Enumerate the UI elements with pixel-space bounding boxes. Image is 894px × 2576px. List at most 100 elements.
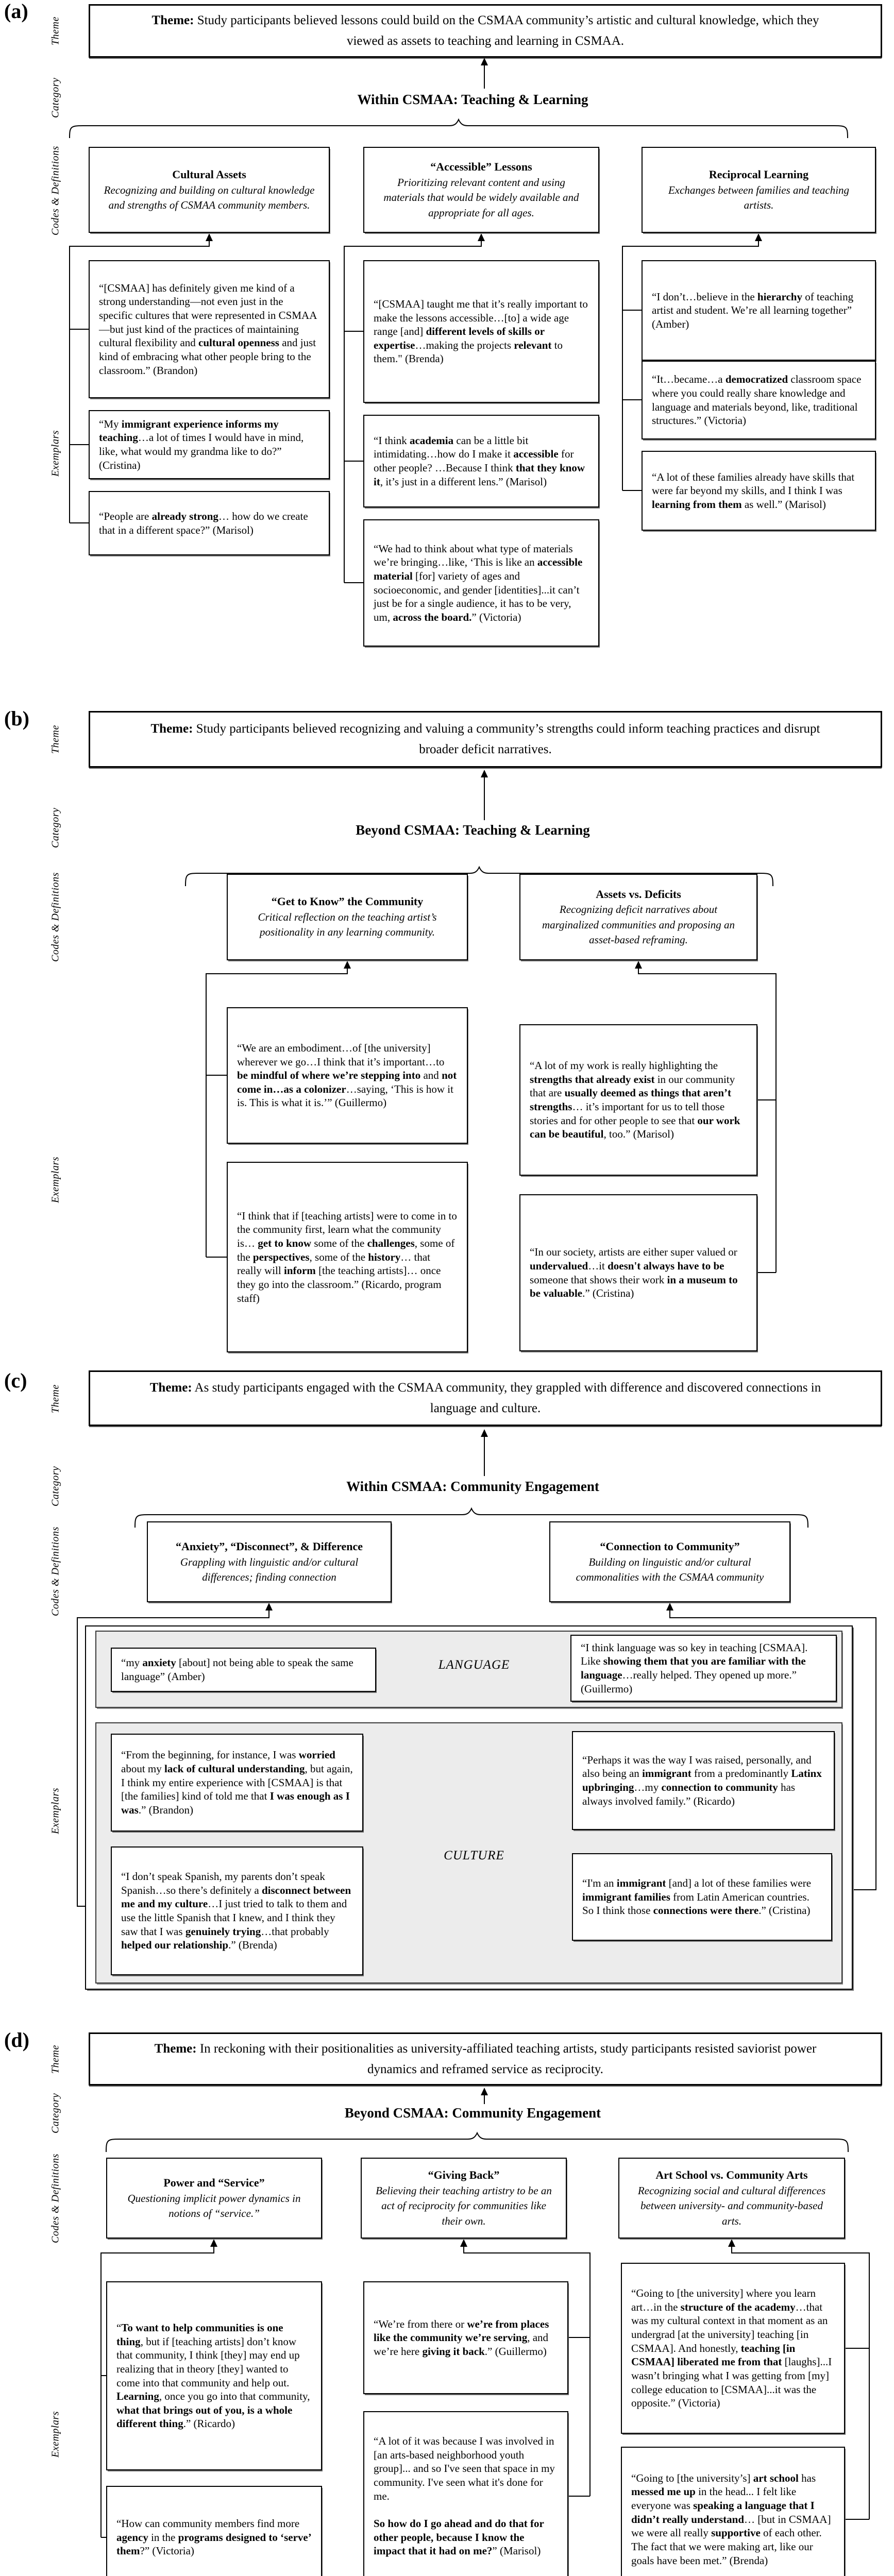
panel-a: (a) Theme Category Codes & Definitions E…: [0, 0, 894, 659]
quote-text: “[CSMAA] taught me that it’s really impo…: [374, 297, 588, 365]
arrowhead-icon: [344, 961, 351, 969]
exemplar-box: “I don’t speak Spanish, my parents don’t…: [111, 1846, 363, 1975]
arrowhead-icon: [210, 2239, 217, 2247]
quote-text: “I don’t speak Spanish, my parents don’t…: [121, 1870, 351, 1952]
code-definition: Critical reflection on the teaching arti…: [258, 911, 437, 939]
quote-text: “We had to think about what type of mate…: [374, 542, 583, 623]
arrowhead-icon: [460, 2239, 467, 2247]
code-title: “Get to Know” the Community: [271, 895, 424, 908]
quote-text: “We are an embodiment…of [the university…: [237, 1041, 457, 1109]
exemplar-box: “I'm an immigrant [and] a lot of these f…: [572, 1853, 832, 1941]
code-box: “Accessible” Lessons Prioritizing releva…: [363, 147, 599, 233]
code-title: “Connection to Community”: [600, 1539, 740, 1553]
exemplar-box: “I think language was so key in teaching…: [570, 1635, 837, 1702]
quote-text: “[CSMAA] has definitely given me kind of…: [99, 281, 317, 377]
category-title: Beyond CSMAA: Teaching & Learning: [356, 822, 590, 838]
theme-box: Theme: In reckoning with their positiona…: [89, 2032, 882, 2086]
exemplar-box: “People are already strong… how do we cr…: [89, 491, 330, 555]
side-label-exemplars: Exemplars: [49, 1787, 61, 1835]
code-definition: Recognizing social and cultural differen…: [637, 2184, 826, 2227]
code-definition: Recognizing deficit narratives about mar…: [542, 903, 735, 946]
arrowhead-icon: [755, 233, 762, 241]
curly-brace-icon: [69, 118, 848, 139]
code-definition: Believing their teaching artistry to be …: [376, 2184, 552, 2227]
quote-text: “From the beginning, for instance, I was…: [121, 1749, 353, 1816]
exemplar-box: “It…became…a democratized classroom spac…: [642, 361, 876, 439]
quote-text: “How can community members find more age…: [116, 2517, 311, 2557]
quote-text: “A lot of it was because I was involved …: [374, 2435, 555, 2557]
quote-text: “A lot of these families already have sk…: [652, 470, 855, 511]
code-title: Power and “Service”: [163, 2176, 265, 2189]
code-box: “Giving Back” Believing their teaching a…: [361, 2158, 567, 2239]
code-box: Assets vs. Deficits Recognizing deficit …: [519, 874, 757, 960]
language-group-label: LANGUAGE: [438, 1658, 510, 1672]
arrowhead-icon: [481, 770, 488, 777]
quote-text: “I think language was so key in teaching…: [581, 1641, 808, 1695]
exemplar-box: “[CSMAA] taught me that it’s really impo…: [363, 260, 599, 403]
side-label-codes: Codes & Definitions: [49, 2154, 61, 2243]
code-box: Power and “Service” Questioning implicit…: [106, 2158, 322, 2239]
arrowhead-icon: [666, 1603, 673, 1611]
exemplar-box: “I think academia can be a little bit in…: [363, 415, 599, 507]
quote-text: “Perhaps it was the way I was raised, pe…: [582, 1753, 822, 1807]
exemplar-box: “We are an embodiment…of [the university…: [227, 1007, 468, 1144]
arrowhead-icon: [635, 961, 642, 969]
panel-letter: (a): [4, 0, 28, 23]
category-title: Within CSMAA: Teaching & Learning: [357, 92, 588, 107]
exemplar-box: “My immigrant experience informs my teac…: [89, 410, 330, 479]
quote-text: “It…became…a democratized classroom spac…: [652, 373, 862, 427]
quote-text: “A lot of my work is really highlighting…: [530, 1059, 740, 1141]
code-definition: Grappling with linguistic and/or cultura…: [180, 1555, 359, 1583]
theme-text: Theme: Study participants believed recog…: [150, 722, 820, 756]
culture-group-label: CULTURE: [444, 1849, 504, 1862]
side-label-exemplars: Exemplars: [49, 1156, 61, 1204]
side-label-theme: Theme: [49, 16, 61, 45]
exemplar-box: “In our society, artists are either supe…: [519, 1194, 757, 1351]
arrowhead-icon: [481, 1429, 488, 1437]
quote-text: “I don’t…believe in the hierarchy of tea…: [652, 290, 854, 330]
exemplar-box: “Going to [the university’s] art school …: [621, 2447, 845, 2576]
code-definition: Building on linguistic and/or cultural c…: [576, 1555, 764, 1583]
arrowhead-icon: [265, 1603, 273, 1611]
arrowhead-icon: [481, 2088, 488, 2095]
arrowhead-icon: [206, 233, 213, 241]
side-label-exemplars: Exemplars: [49, 430, 61, 477]
theme-box: Theme: As study participants engaged wit…: [89, 1370, 882, 1426]
quote-text: “To want to help communities is one thin…: [116, 2321, 310, 2430]
quote-text: “Going to [the university] where you lea…: [631, 2287, 832, 2410]
exemplar-box: “A lot of these families already have sk…: [642, 451, 876, 531]
side-label-codes: Codes & Definitions: [49, 146, 61, 235]
quote-text: “I'm an immigrant [and] a lot of these f…: [582, 1877, 812, 1917]
curly-brace-icon: [106, 2131, 849, 2153]
theme-box: Theme: Study participants believed recog…: [89, 711, 882, 768]
panel-b: (b) Theme Category Codes & Definitions E…: [0, 659, 894, 1370]
panel-letter: (c): [4, 1369, 27, 1392]
arrowhead-icon: [481, 58, 488, 65]
exemplar-box: “Going to [the university] where you lea…: [621, 2263, 845, 2434]
code-box: Art School vs. Community Arts Recognizin…: [618, 2158, 845, 2239]
code-title: “Anxiety”, “Disconnect”, & Difference: [175, 1539, 363, 1553]
quote-text: “In our society, artists are either supe…: [530, 1246, 738, 1300]
arrowhead-icon: [728, 2239, 735, 2247]
quote-text: “My immigrant experience informs my teac…: [99, 417, 304, 471]
panel-letter: (b): [4, 707, 29, 730]
panel-c: (c) Theme Category Codes & Definitions E…: [0, 1370, 894, 1999]
arrowhead-icon: [478, 233, 485, 241]
theme-box: Theme: Study participants believed lesso…: [89, 4, 882, 58]
code-title: Reciprocal Learning: [709, 167, 809, 181]
category-title: Beyond CSMAA: Community Engagement: [344, 2105, 601, 2121]
code-box: “Anxiety”, “Disconnect”, & Difference Gr…: [147, 1521, 392, 1602]
exemplar-box: “A lot of my work is really highlighting…: [519, 1024, 757, 1176]
code-definition: Prioritizing relevant content and using …: [383, 176, 579, 219]
exemplar-box: “Perhaps it was the way I was raised, pe…: [572, 1731, 835, 1830]
code-definition: Exchanges between families and teaching …: [668, 183, 850, 211]
code-definition: Questioning implicit power dynamics in n…: [127, 2192, 301, 2219]
quote-text: “I think that if [teaching artists] were…: [237, 1209, 457, 1304]
exemplar-box: “From the beginning, for instance, I was…: [111, 1734, 363, 1832]
side-label-theme: Theme: [49, 1384, 61, 1413]
exemplar-box: “[CSMAA] has definitely given me kind of…: [89, 260, 330, 398]
code-box: Cultural Assets Recognizing and building…: [89, 147, 330, 233]
quote-text: “my anxiety [about] not being able to sp…: [121, 1656, 353, 1683]
exemplar-box: “We had to think about what type of mate…: [363, 519, 599, 647]
